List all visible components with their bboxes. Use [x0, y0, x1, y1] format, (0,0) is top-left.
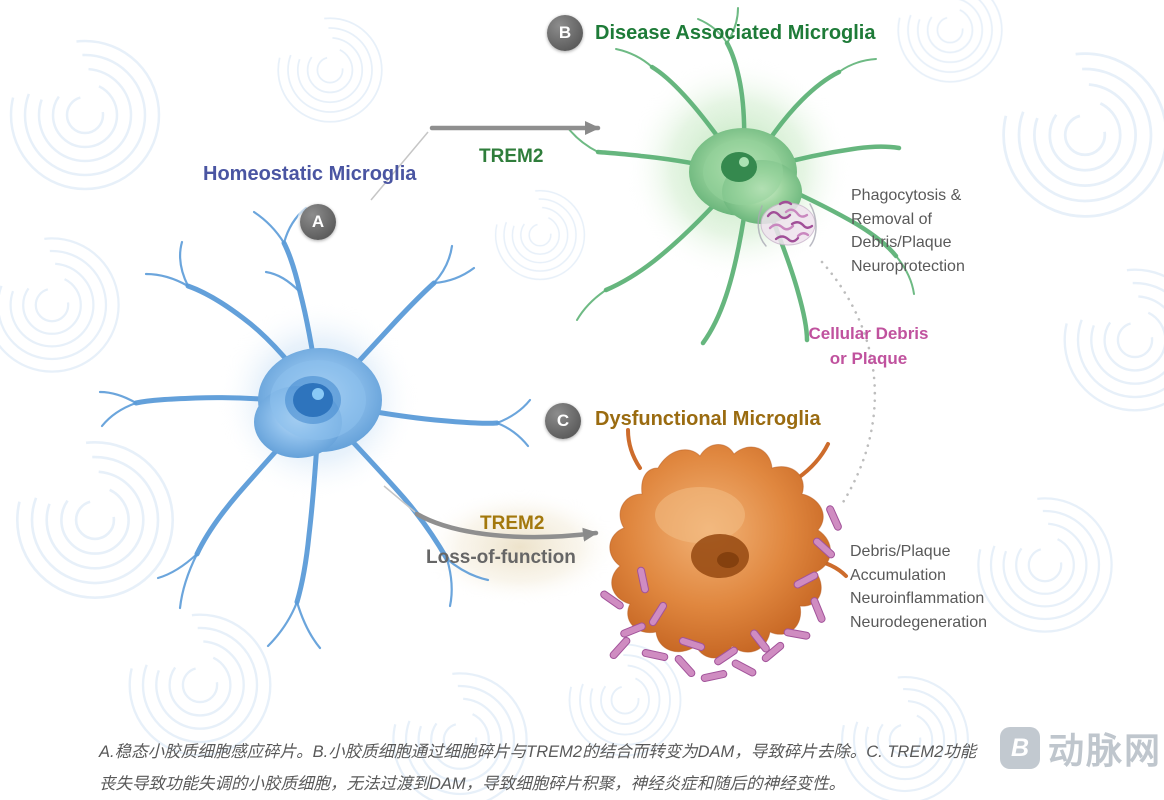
annotation-line: Accumulation [850, 566, 947, 584]
engulfed-debris-cluster [757, 200, 817, 247]
annotation-line: Cellular Debris [808, 324, 929, 343]
annotation-line: Removal of [851, 210, 932, 228]
badge-c: C [545, 403, 581, 439]
arrow-a-to-b [370, 121, 601, 201]
dam-effects-annotation: Phagocytosis & Removal of Debris/Plaque … [851, 184, 965, 278]
badge-b: B [547, 15, 583, 51]
dysfunction-effects-annotation: Debris/Plaque Accumulation Neuroinflamma… [850, 540, 987, 634]
annotation-line: Neuroinflammation [850, 590, 985, 607]
trem2-loss-label: TREM2 [480, 513, 545, 534]
disease-associated-microglia-label: Disease Associated Microglia [595, 22, 876, 44]
loss-of-function-label: Loss-of-function [426, 547, 576, 568]
cellular-debris-annotation: Cellular Debris or Plaque [791, 321, 946, 371]
debris-rods [600, 505, 842, 682]
annotation-line: Neuroprotection [851, 257, 965, 275]
vbdata-logo-icon: B [999, 727, 1040, 769]
dysfunctional-microglia-label: Dysfunctional Microglia [595, 408, 821, 430]
disease-associated-microglia-cell [567, 7, 915, 346]
badge-b-letter: B [558, 23, 572, 42]
annotation-line: Phagocytosis & [851, 187, 962, 204]
annotation-line: Debris/Plaque [851, 234, 952, 251]
debris-dotted-path [820, 260, 877, 506]
watermark-brand: 动脉网 [1047, 730, 1162, 771]
homeostatic-microglia-cell [98, 206, 532, 650]
annotation-line: or Plaque [829, 349, 908, 368]
watermark: B 动脉网 [999, 722, 1162, 774]
homeostatic-microglia-label: Homeostatic Microglia [203, 163, 417, 185]
badge-a-letter: A [311, 212, 325, 231]
trem2-label: TREM2 [479, 146, 544, 167]
figure-caption: A.稳态小胶质细胞感应碎片。B.小胶质细胞通过细胞碎片与TREM2的结合而转变为… [99, 743, 977, 793]
dysfunctional-microglia-cell [609, 428, 848, 659]
annotation-line: Neurodegeneration [850, 613, 987, 631]
annotation-line: Debris/Plaque [850, 543, 951, 560]
arrow-a-to-c [383, 485, 599, 542]
badge-a: A [300, 204, 336, 240]
badge-c-letter: C [556, 411, 570, 430]
